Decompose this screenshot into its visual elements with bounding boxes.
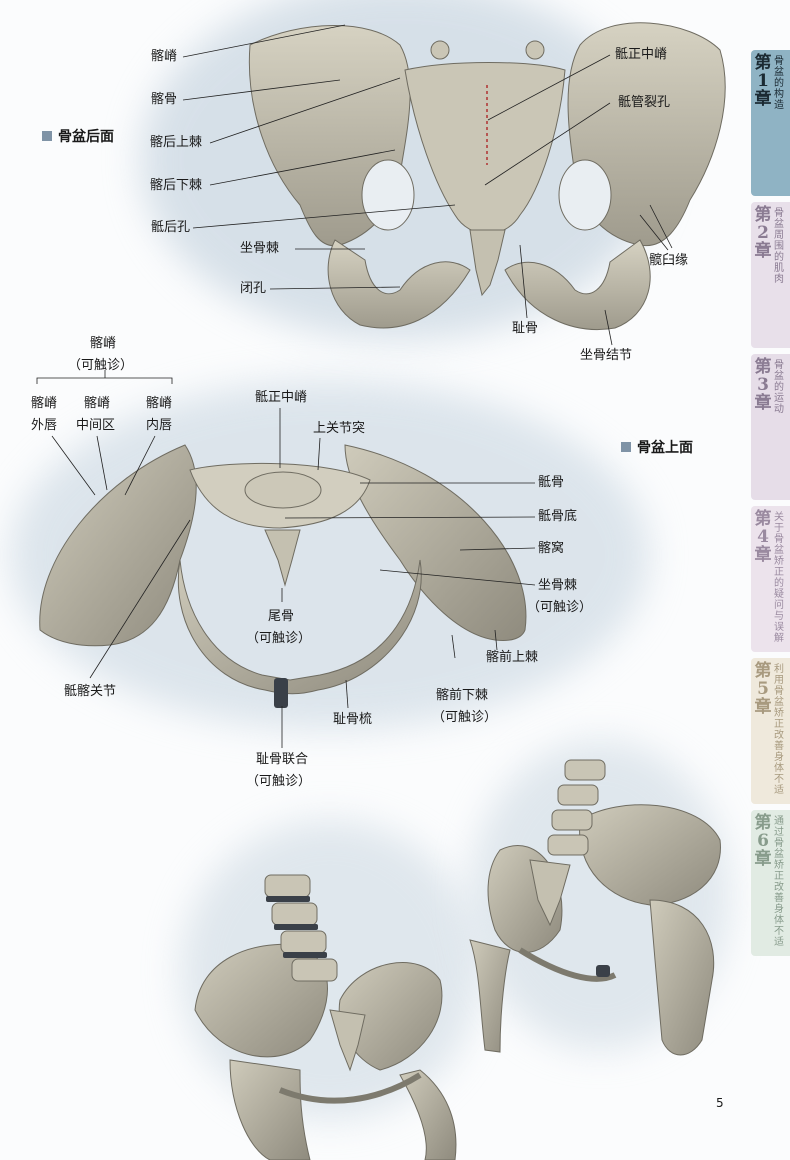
chapter-tab-number: 第2章 — [754, 205, 772, 261]
chapter-tab-title: 利用骨盆矫正改善身体不适 — [774, 664, 784, 796]
label-pubic-symphysis: 耻骨联合 — [256, 752, 309, 767]
chapter-tab-title: 通过骨盆矫正改善身体不适 — [774, 816, 784, 948]
label-aiis-note: （可触诊） — [432, 710, 498, 725]
label-pectineal-line: 耻骨梳 — [333, 712, 373, 727]
posterior-left-ischium-pubis — [327, 239, 471, 329]
label-iliac-crest-palpable: （可触诊） — [68, 358, 134, 373]
superior-right-ala — [344, 444, 527, 641]
label-piis: 髂后下棘 — [150, 178, 203, 193]
chapter-tab-number: 第6章 — [754, 813, 772, 869]
section-header-posterior: 骨盆后面 — [42, 126, 114, 146]
superior-sacral-body — [244, 471, 322, 509]
label-iliac-fossa: 髂窝 — [538, 541, 565, 556]
label-ischial-tuberosity: 坐骨结节 — [580, 348, 633, 363]
chapter-tab-title: 骨盆的构造 — [774, 56, 784, 111]
posterior-sacrum — [404, 62, 566, 235]
posterior-right-ischium-pubis — [504, 239, 651, 330]
label-coccyx: 尾骨 — [268, 609, 295, 624]
label-ischial-spine-posterior: 坐骨棘 — [240, 241, 280, 256]
posterior-right-obturator — [558, 159, 612, 231]
chapter-tab-number: 第1章 — [754, 53, 772, 109]
page-number: 5 — [716, 1096, 724, 1110]
section-title-posterior: 骨盆后面 — [58, 129, 114, 145]
label-ischial-spine-note: （可触诊） — [527, 600, 593, 615]
label-coccyx-note: （可触诊） — [246, 631, 312, 646]
section-title-superior: 骨盆上面 — [637, 440, 693, 456]
label-sacral-hiatus: 骶管裂孔 — [618, 95, 671, 110]
label-intermediate-2: 中间区 — [76, 418, 116, 433]
oblique-pelvis-figure-right — [469, 759, 721, 1056]
label-sacrum: 骶骨 — [538, 475, 565, 490]
label-pubis: 耻骨 — [512, 321, 539, 336]
superior-pelvis-figure — [36, 370, 536, 748]
posterior-coccyx — [469, 229, 506, 297]
chapter-tab-number: 第5章 — [754, 661, 772, 717]
label-superior-articular: 上关节突 — [313, 421, 366, 436]
label-iliac-crest-superior: 髂嵴 — [90, 336, 117, 351]
posterior-left-obturator — [361, 159, 415, 231]
chapter-tab-5[interactable]: 第5章 利用骨盆矫正改善身体不适 — [751, 658, 790, 804]
chapter-tab-title: 关于骨盆矫正的疑问与误解 — [774, 512, 784, 644]
label-ilium-posterior: 髂骨 — [151, 92, 178, 107]
label-median-sacral-crest-superior: 骶正中嵴 — [255, 390, 308, 405]
section-marker-icon — [42, 131, 52, 141]
chapter-tab-4[interactable]: 第4章 关于骨盆矫正的疑问与误解 — [751, 506, 790, 652]
label-asis: 髂前上棘 — [486, 650, 539, 665]
label-sacral-foramina: 骶后孔 — [151, 220, 191, 235]
label-median-sacral-crest-posterior: 骶正中嵴 — [615, 47, 668, 62]
chapter-tab-title: 骨盆周围的肌肉 — [774, 208, 784, 285]
label-obturator-foramen: 闭孔 — [240, 281, 267, 296]
label-outer-lip-1: 髂嵴 — [31, 396, 58, 411]
superior-pelvic-ring — [177, 559, 422, 695]
chapter-tab-title: 骨盆的运动 — [774, 360, 784, 415]
posterior-pelvis-figure — [182, 22, 726, 346]
label-intermediate-1: 髂嵴 — [84, 396, 111, 411]
chapter-tab-6[interactable]: 第6章 通过骨盆矫正改善身体不适 — [751, 810, 790, 956]
section-header-superior: 骨盆上面 — [621, 437, 693, 457]
label-iliac-crest-posterior: 髂嵴 — [151, 49, 178, 64]
label-sacroiliac-joint: 骶髂关节 — [64, 684, 117, 699]
label-ischial-spine-superior: 坐骨棘 — [538, 578, 578, 593]
label-acetabular-rim: 髋臼缘 — [649, 253, 689, 268]
superior-pubic-symphysis — [274, 678, 288, 708]
oblique-pelvis-figure-left — [194, 874, 457, 1160]
section-marker-icon — [621, 442, 631, 452]
label-sacral-base: 骶骨底 — [538, 509, 578, 524]
chapter-tab-number: 第3章 — [754, 357, 772, 413]
label-inner-lip-2: 内唇 — [146, 418, 173, 433]
label-pubic-symphysis-note: （可触诊） — [246, 774, 312, 789]
chapter-tab-3[interactable]: 第3章 骨盆的运动 — [751, 354, 790, 500]
chapter-tab-2[interactable]: 第2章 骨盆周围的肌肉 — [751, 202, 790, 348]
superior-left-ala — [39, 444, 197, 647]
superior-coccyx — [264, 529, 301, 587]
chapter-tab-number: 第4章 — [754, 509, 772, 565]
chapter-tab-1[interactable]: 第1章 骨盆的构造 — [751, 50, 790, 196]
label-aiis: 髂前下棘 — [436, 688, 489, 703]
label-outer-lip-2: 外唇 — [31, 418, 58, 433]
label-psis: 髂后上棘 — [150, 135, 203, 150]
label-inner-lip-1: 髂嵴 — [146, 396, 173, 411]
